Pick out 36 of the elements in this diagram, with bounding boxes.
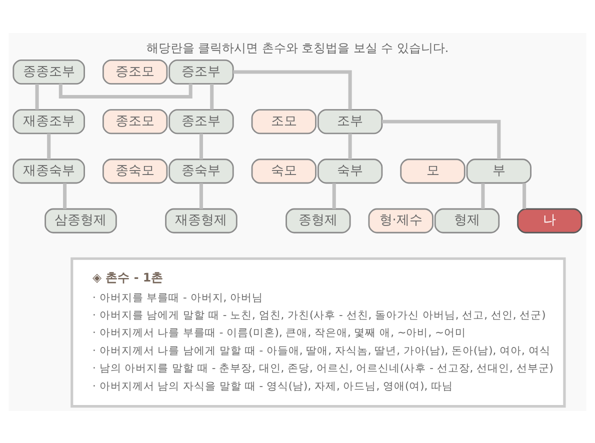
node-box: 증조모 bbox=[102, 58, 168, 84]
connector bbox=[47, 133, 51, 159]
node-box: ◈ 촌수 - 1촌 · 아버지를 부를때 - 아버지, 아버님 · 아버지를 남에게 말할 때 - 노친, 엄친, 가친(사후 - 선친, 돌아가신 아버님, 선고, 선인, 선군) · 아버지께서 나를 부를때 - 이름(미혼), 큰애, 작은애, 몇째 애, ~아비, ~어미 · 아버지께서 나를 남에게 말할 때 - 아들애, 딸애, 자식놈, 딸년, 가아(남), 돈아(남), 여아, 여식 · 남의 아버지를 말할 때 - 춘부장, 대인, 존당, 어르신, 어르신네(사후 - 선고장, 선대인, 선부군) · 아버지께서 남의 자식을 말할 때 - 영식(남), 자제, 아드님, 영애(여), 따님 bbox=[70, 256, 566, 408]
node-box: 종숙부 bbox=[168, 158, 234, 184]
connector bbox=[199, 182, 203, 208]
connector bbox=[35, 84, 39, 110]
connector bbox=[522, 182, 526, 208]
node-box: 재종형제 bbox=[165, 208, 238, 233]
node-box: 형제 bbox=[434, 208, 500, 233]
node-box: 모 bbox=[400, 158, 466, 184]
connector bbox=[332, 182, 336, 208]
connector bbox=[58, 83, 192, 98]
node-box: 재종조부 bbox=[12, 108, 85, 134]
node-box: 부 bbox=[466, 158, 532, 184]
connector bbox=[348, 133, 352, 159]
node-box: 증조부 bbox=[168, 58, 234, 84]
connector bbox=[63, 182, 67, 208]
connector bbox=[199, 133, 203, 159]
node-box: 형·제수 bbox=[368, 208, 434, 233]
node-box: 삼종형제 bbox=[44, 208, 117, 233]
node-box: 조모 bbox=[251, 108, 317, 134]
node-box: 종조부 bbox=[168, 108, 234, 134]
node-box: 종숙모 bbox=[102, 158, 168, 184]
connector bbox=[233, 70, 352, 110]
connector bbox=[382, 119, 501, 159]
node-box: 종종조부 bbox=[12, 58, 85, 84]
node-box: 종조모 bbox=[102, 108, 168, 134]
node-box: 숙부 bbox=[317, 158, 383, 184]
node-box: 재종숙부 bbox=[12, 158, 85, 184]
node-box: 조부 bbox=[317, 108, 383, 134]
node-box: 나 bbox=[517, 208, 582, 233]
connector bbox=[210, 84, 214, 110]
node-box: 종형제 bbox=[286, 208, 351, 233]
diagram-title: 해당란을 클릭하시면 촌수와 호칭법을 보실 수 있습니다. bbox=[146, 40, 449, 54]
node-box: 숙모 bbox=[251, 158, 317, 184]
connector bbox=[481, 182, 485, 208]
